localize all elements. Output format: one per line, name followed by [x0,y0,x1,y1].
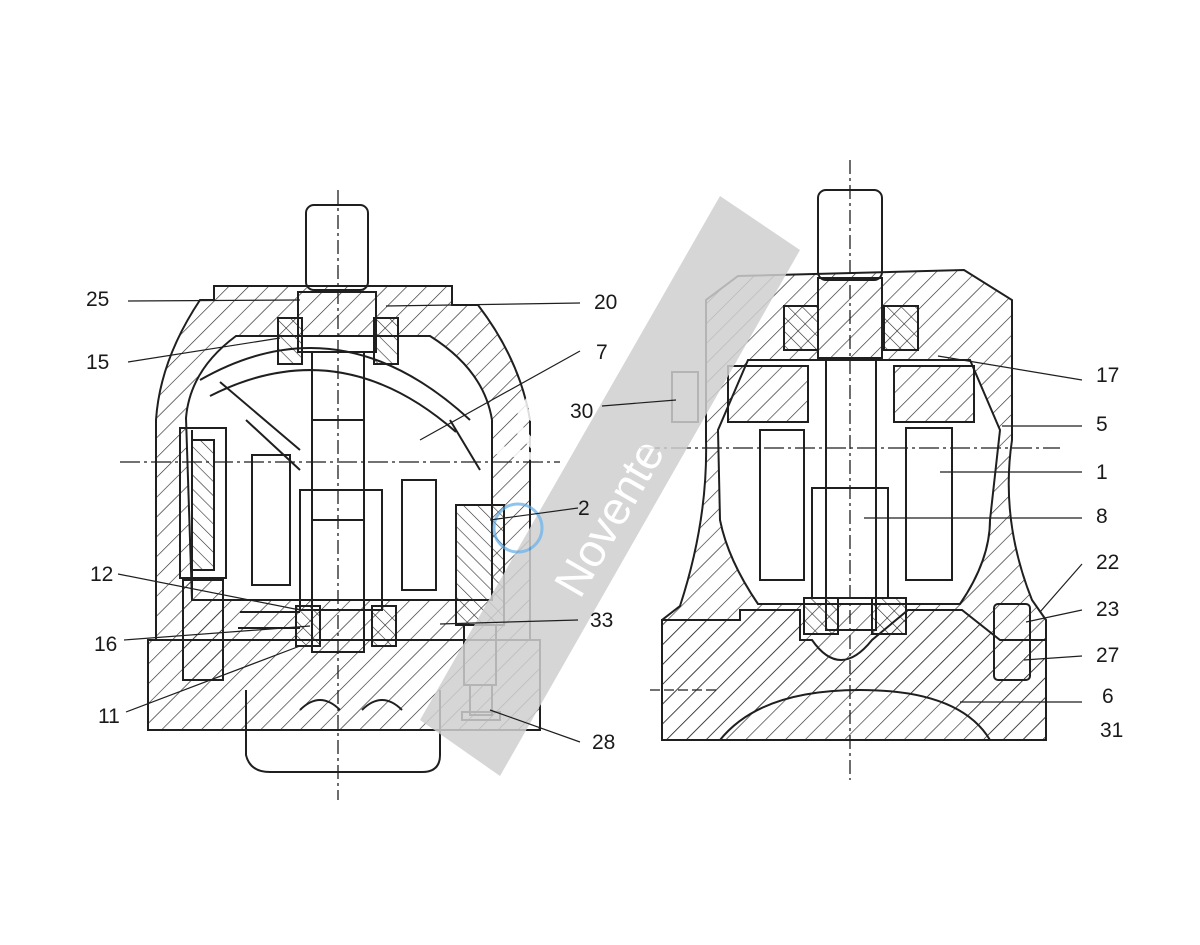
callout-20: 20 [594,291,618,314]
callout-33: 33 [590,609,614,632]
callout-11: 11 [98,705,120,728]
right-section-view [640,160,1060,780]
left-piston-1 [179,427,227,579]
callout-2: 2 [578,497,590,520]
callout-1: 1 [1096,461,1108,484]
callout-27: 27 [1096,644,1120,667]
callout-5: 5 [1096,413,1108,436]
left-shaft-top [305,204,369,291]
callout-7: 7 [596,341,608,364]
callout-16: 16 [94,633,118,656]
callout-25: 25 [86,288,110,311]
left-section-view [120,190,560,800]
left-foot [245,690,441,773]
right-plug [993,603,1031,681]
right-shaft [825,359,877,631]
callout-17: 17 [1096,364,1120,387]
left-piston-3 [401,479,437,591]
left-piston-2 [251,454,291,586]
right-port-block [727,365,809,423]
left-yoke [199,347,471,421]
left-housing [147,285,541,731]
callout-8: 8 [1096,505,1108,528]
right-piston-2 [905,427,953,581]
callout-12: 12 [90,563,114,586]
leader-lines [117,299,1083,743]
callout-22: 22 [1096,551,1120,574]
callout-6: 6 [1102,685,1114,708]
callout-23: 23 [1096,598,1120,621]
watermark-badge-icon [492,502,544,554]
callout-15: 15 [86,351,110,374]
right-piston-1 [759,429,805,581]
callout-31: 31 [1100,719,1124,742]
left-cylinder-block [299,489,383,611]
callout-30: 30 [570,400,594,423]
right-base [661,609,1047,741]
callout-28: 28 [592,731,616,754]
